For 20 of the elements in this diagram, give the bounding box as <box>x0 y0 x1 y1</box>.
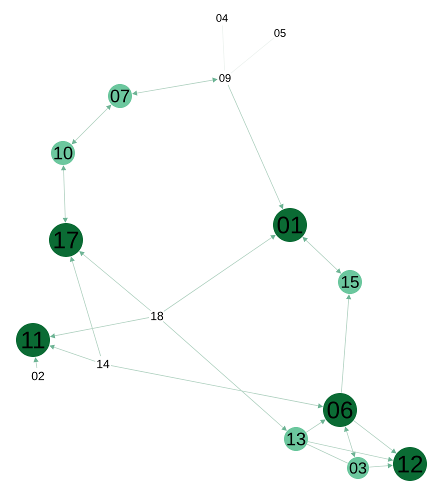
network-node: 15 <box>338 270 362 294</box>
arrow <box>353 420 396 454</box>
network-node: 05 <box>272 26 288 40</box>
arrow <box>72 104 112 144</box>
network-node: 11 <box>16 323 50 357</box>
network-node: 01 <box>273 208 307 242</box>
network-node: 06 <box>323 393 357 427</box>
network-node: 03 <box>347 457 369 479</box>
network-node: 04 <box>214 10 230 26</box>
network-node: 14 <box>95 356 111 372</box>
network-node: 07 <box>108 84 132 108</box>
network-node: 10 <box>51 141 75 165</box>
arrow <box>162 321 287 431</box>
network-node: 13 <box>284 427 308 451</box>
network-node: 18 <box>149 308 165 324</box>
network-node: 12 <box>393 447 427 481</box>
arrow <box>70 256 102 357</box>
network-node: 17 <box>49 223 83 257</box>
network-node: 02 <box>30 368 46 384</box>
network-node: 09 <box>218 70 232 86</box>
